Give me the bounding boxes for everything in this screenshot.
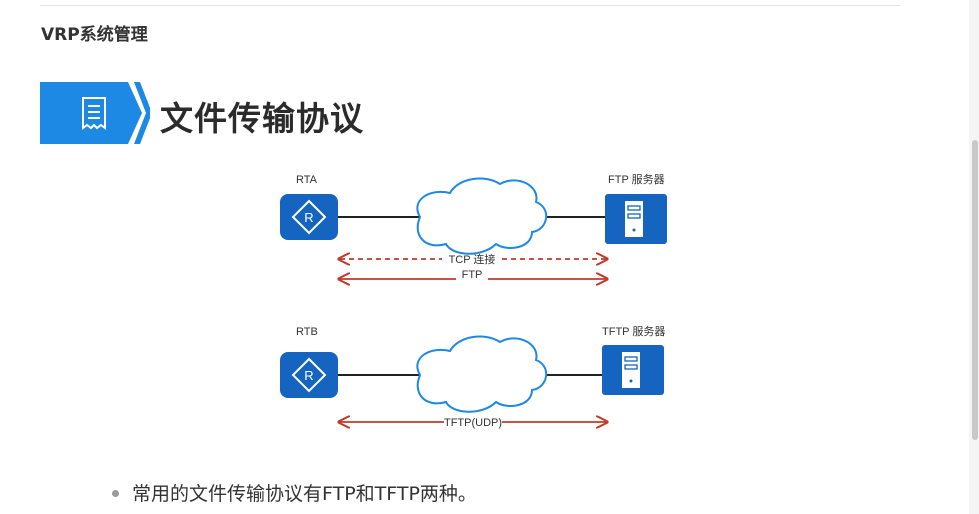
banner-chevron: [134, 82, 150, 144]
server-icon: [605, 194, 667, 244]
router-icon: R: [280, 194, 338, 240]
slide-title: 文件传输协议: [160, 99, 364, 138]
network-cloud: [416, 335, 547, 413]
network-cloud: [416, 177, 547, 255]
server-icon: [602, 345, 664, 395]
bullet-dot: [112, 490, 119, 497]
title-banner: [40, 82, 150, 144]
router-icon: R: [280, 352, 338, 398]
file-transfer-diagram: RTA FTP 服务器 R TCP 连接 FTP RTB TFTP 服务器 R: [280, 173, 667, 429]
scrollbar-thumb[interactable]: [972, 140, 978, 440]
rta-label: RTA: [296, 174, 318, 186]
tftp-server-label: TFTP 服务器: [602, 325, 665, 338]
ftp-server-label: FTP 服务器: [608, 173, 665, 186]
ftp-label: FTP: [462, 269, 483, 281]
router-glyph: R: [304, 210, 313, 225]
tcp-connection-label: TCP 连接: [449, 253, 496, 266]
router-glyph: R: [304, 368, 313, 383]
rtb-label: RTB: [296, 326, 318, 338]
bullet-text: 常用的文件传输协议有FTP和TFTP两种。: [132, 483, 477, 505]
course-title: VRP系统管理: [41, 25, 148, 45]
top-divider: [40, 5, 900, 6]
document-icon: [82, 97, 106, 130]
tftp-label: TFTP(UDP): [444, 417, 502, 429]
